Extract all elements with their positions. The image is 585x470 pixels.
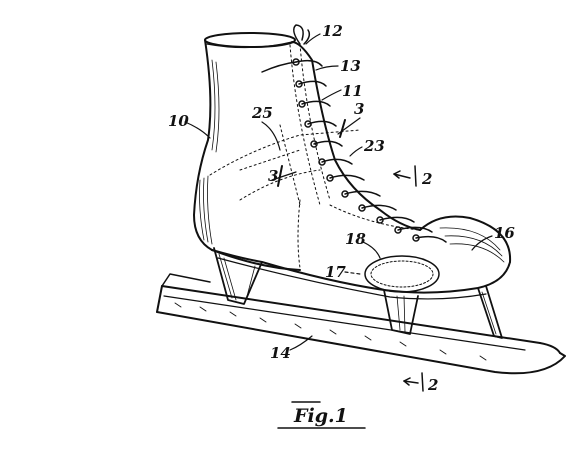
boot-shading — [199, 59, 505, 263]
section-line-2 — [393, 165, 424, 392]
ref-16: 16 — [494, 224, 515, 242]
skate-blade — [156, 273, 566, 375]
ref-3-upper: 3 — [354, 100, 364, 118]
ref-17: 17 — [325, 263, 346, 281]
leader-lines — [184, 33, 493, 351]
side-patch — [364, 255, 440, 293]
ref-13: 13 — [340, 57, 361, 75]
ref-12: 12 — [322, 22, 343, 40]
reference-numerals: 10 12 13 11 3 25 23 3 2 16 18 17 14 2 — [168, 22, 515, 394]
boot-lacing — [261, 24, 447, 243]
ref-14: 14 — [270, 344, 291, 362]
section-line-3 — [271, 117, 361, 187]
ref-2-upper: 2 — [421, 170, 432, 188]
figure-caption: Fig.1 — [277, 401, 366, 429]
ref-18: 18 — [345, 230, 366, 248]
ref-25: 25 — [251, 104, 273, 122]
blade-stanchions — [213, 247, 503, 339]
ref-2-lower: 2 — [427, 376, 438, 394]
figure-label: Fig.1 — [293, 405, 348, 427]
ref-10: 10 — [168, 112, 189, 130]
ref-23: 23 — [363, 137, 385, 155]
ref-11: 11 — [342, 82, 363, 100]
ref-3-lower: 3 — [268, 167, 278, 185]
